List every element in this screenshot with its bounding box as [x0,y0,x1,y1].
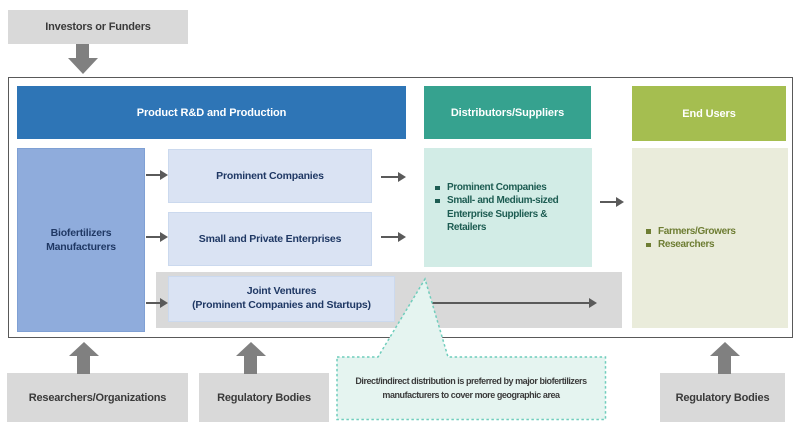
up-arrow-head [709,342,740,356]
up-arrow-shaft [77,356,90,374]
bullet-icon [435,185,440,191]
arrow-right-icon-jv-long [430,297,597,309]
up-arrow-head [68,342,99,356]
distributors-list: Prominent Companies Small- and Medium-si… [434,181,586,234]
regulatory-bodies-right-box: Regulatory Bodies [660,373,785,422]
callout-text: Direct/indirect distribution is preferre… [340,359,602,418]
bullet-icon [646,242,651,247]
arrow-right-icon-manufacturers-to-small [146,231,168,243]
header-end-users: End Users [632,86,786,141]
list-item: Prominent Companies [434,181,586,194]
callout-pointer-outline [336,277,607,421]
joint-ventures-label-line1: Joint Ventures [246,285,317,298]
down-arrow-head [67,58,98,74]
arrow-right-icon-manufacturers-to-jv [146,297,168,309]
up-arrow-shaft [718,356,731,374]
down-arrow-shaft [76,44,89,58]
small-private-enterprises-box: Small and Private Enterprises [168,212,372,266]
bullet-icon [435,198,440,204]
regulatory-bodies-right-label: Regulatory Bodies [675,391,770,404]
header-product-rd-production: Product R&D and Production [17,86,406,139]
end-users-item-1: Farmers/Growers [658,225,736,237]
down-arrow-icon [67,44,98,74]
prominent-companies-box: Prominent Companies [168,149,372,203]
callout-text-line1: Direct/indirect distribution is preferre… [355,376,587,386]
header-distributors-suppliers: Distributors/Suppliers [424,86,591,139]
header-end-users-label: End Users [682,107,736,120]
up-arrow-head [235,342,266,356]
arrow-right-icon-manufacturers-to-prominent [146,169,168,181]
callout-text-line2: manufacturers to cover more geographic a… [382,389,560,400]
up-arrow-icon-researchers [68,342,99,374]
regulatory-bodies-left-box: Regulatory Bodies [199,373,329,422]
joint-ventures-label-line2: (Prominent Companies and Startups) [192,299,371,311]
list-item: Farmers/Growers [645,225,782,238]
end-users-list-box: Farmers/Growers Researchers [632,148,788,328]
arrow-right-icon-small-to-distributors [381,231,406,243]
distributors-list-box: Prominent Companies Small- and Medium-si… [424,148,592,267]
list-item: Researchers [645,238,782,251]
investors-box: Investors or Funders [8,10,188,44]
end-users-list: Farmers/Growers Researchers [645,225,782,251]
arrow-right-icon-distributors-to-endusers [600,196,624,208]
regulatory-bodies-left-label: Regulatory Bodies [217,391,311,404]
end-users-item-2: Researchers [658,239,715,250]
header-distributors-label: Distributors/Suppliers [450,106,565,119]
up-arrow-shaft [244,356,257,374]
distributors-item-1: Prominent Companies [447,182,547,194]
bullet-icon [646,229,651,234]
manufacturers-box: Biofertilizers Manufacturers [17,148,145,332]
small-private-enterprises-label: Small and Private Enterprises [198,233,342,245]
up-arrow-icon-regulatory-right [709,342,740,374]
joint-ventures-box: Joint Ventures (Prominent Companies and … [168,276,395,322]
callout-box [336,277,607,421]
up-arrow-icon-regulatory-left [235,342,266,374]
list-item: Small- and Medium-sized Enterprise Suppl… [434,194,586,234]
manufacturers-label: Biofertilizers Manufacturers [46,226,116,253]
distributors-item-2: Small- and Medium-sized Enterprise Suppl… [447,195,559,233]
prominent-companies-label: Prominent Companies [216,170,324,182]
researchers-organizations-box: Researchers/Organizations [7,373,188,422]
header-product-rd-label: Product R&D and Production [136,106,287,119]
researchers-organizations-label: Researchers/Organizations [28,391,167,404]
arrow-right-icon-prominent-to-distributors [381,171,406,183]
investors-label: Investors or Funders [45,21,151,33]
